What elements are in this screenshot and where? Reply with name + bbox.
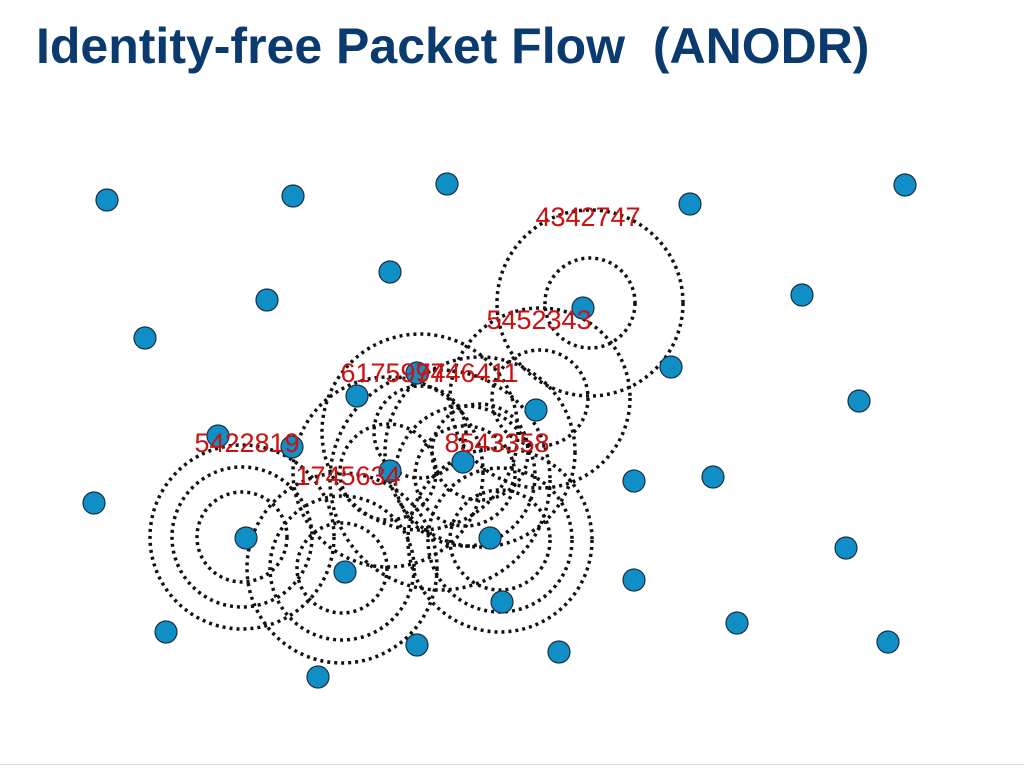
range-ring-6-1 bbox=[413, 424, 517, 528]
network-node-30 bbox=[154, 620, 178, 644]
range-ring-4-2 bbox=[383, 355, 577, 549]
packet-label-1745634: 1745634 bbox=[295, 461, 400, 491]
network-node-17 bbox=[280, 435, 304, 459]
network-node-7 bbox=[255, 288, 279, 312]
network-node-10 bbox=[790, 283, 814, 307]
network-node-28 bbox=[490, 590, 514, 614]
range-ring-7-2 bbox=[170, 465, 314, 609]
network-node-11 bbox=[405, 361, 429, 385]
packet-label-9746411: 9746411 bbox=[415, 358, 518, 388]
range-ring-8-1 bbox=[295, 521, 389, 615]
network-node-6 bbox=[378, 260, 402, 284]
network-node-20 bbox=[622, 469, 646, 493]
network-node-33 bbox=[876, 630, 900, 654]
network-node-29 bbox=[725, 611, 749, 635]
network-node-4 bbox=[678, 192, 702, 216]
network-node-34 bbox=[306, 665, 330, 689]
network-node-16 bbox=[206, 424, 230, 448]
network-node-31 bbox=[405, 633, 429, 657]
network-node-2 bbox=[281, 184, 305, 208]
network-node-1 bbox=[95, 188, 119, 212]
slide-bottom-rule bbox=[0, 764, 1024, 765]
network-node-14 bbox=[659, 355, 683, 379]
network-node-32 bbox=[547, 640, 571, 664]
range-ring-5-1 bbox=[338, 422, 438, 522]
packet-label-5452343: 5452343 bbox=[486, 305, 591, 335]
range-ring-9-3 bbox=[406, 446, 594, 634]
range-ring-7-1 bbox=[195, 490, 289, 584]
network-node-3 bbox=[435, 172, 459, 196]
network-node-15 bbox=[847, 389, 871, 413]
packet-label-6175974: 6175974 bbox=[340, 358, 445, 388]
network-node-27 bbox=[834, 536, 858, 560]
network-node-5 bbox=[893, 173, 917, 197]
network-node-22 bbox=[82, 491, 106, 515]
network-node-13 bbox=[524, 398, 548, 422]
range-ring-9-1 bbox=[448, 488, 552, 592]
network-node-12 bbox=[345, 384, 369, 408]
range-ring-7-3 bbox=[148, 443, 336, 631]
network-node-24 bbox=[478, 526, 502, 550]
range-ring-3-1 bbox=[372, 384, 468, 480]
range-ring-2-2 bbox=[448, 306, 632, 490]
range-ring-1-2 bbox=[495, 208, 685, 398]
range-ring-2-1 bbox=[490, 348, 590, 448]
range-ring-10-1 bbox=[328, 368, 552, 592]
network-node-18 bbox=[378, 459, 402, 483]
network-node-8 bbox=[133, 326, 157, 350]
network-node-9 bbox=[571, 296, 595, 320]
range-ring-3-2 bbox=[320, 332, 520, 532]
network-node-21 bbox=[701, 465, 725, 489]
range-ring-4-1 bbox=[430, 402, 530, 502]
network-node-25 bbox=[333, 560, 357, 584]
range-ring-1-1 bbox=[543, 256, 637, 350]
packet-label-8543358: 8543358 bbox=[444, 428, 549, 458]
network-node-19 bbox=[451, 450, 475, 474]
network-nodes bbox=[82, 172, 917, 689]
slide-title: Identity-free Packet Flow (ANODR) bbox=[36, 18, 870, 74]
range-ring-8-3 bbox=[245, 471, 439, 665]
network-node-23 bbox=[234, 526, 258, 550]
radio-range-rings bbox=[148, 208, 685, 665]
packet-label-5422819: 5422819 bbox=[194, 428, 299, 458]
network-node-26 bbox=[622, 568, 646, 592]
packet-label-4342747: 4342747 bbox=[535, 202, 640, 232]
